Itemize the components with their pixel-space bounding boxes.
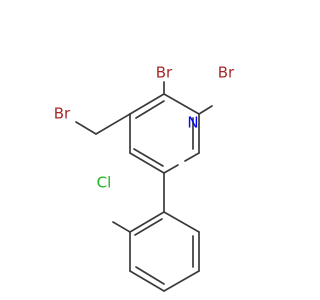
- bond-ch2-br: [75, 121, 97, 135]
- atom-label-nitrogen: N: [187, 114, 198, 132]
- bond-c2-ch2: [95, 113, 131, 135]
- atom-label-layer: Br Br Br N Cl: [54, 64, 235, 192]
- molecule-canvas: Br Br Br N Cl: [53, 63, 236, 292]
- chemical-structure-diagram: Br Br Br N Cl: [54, 64, 235, 292]
- bond-c1-c2-outer: [129, 152, 165, 174]
- bond-c3-c4: [129, 93, 165, 115]
- atom-label-br-top-right: Br: [218, 64, 235, 82]
- bond-ph1-ph2-inner: [134, 218, 163, 236]
- bond-c1-c2-inner: [133, 148, 164, 167]
- bond-layer: [75, 81, 213, 292]
- bond-ph4-ph5: [163, 270, 200, 292]
- bond-ph3-ph4-inner: [135, 266, 165, 285]
- bond-c3-c4-inner: [135, 100, 165, 119]
- atom-label-br-top-left: Br: [156, 64, 173, 82]
- bond-n-c1: [163, 164, 179, 174]
- bond-c4-c5: [163, 93, 200, 115]
- atom-label-chlorine: Cl: [97, 174, 112, 192]
- bond-c6-n: [184, 152, 200, 162]
- bond-ph2-cl: [112, 221, 131, 233]
- bond-ph3-ph4: [129, 270, 165, 292]
- bond-ph1-ph2: [129, 211, 165, 233]
- bond-ph6-ph1: [163, 211, 200, 233]
- atom-label-br-bromomethyl: Br: [54, 105, 71, 123]
- bond-c6-br: [198, 105, 213, 115]
